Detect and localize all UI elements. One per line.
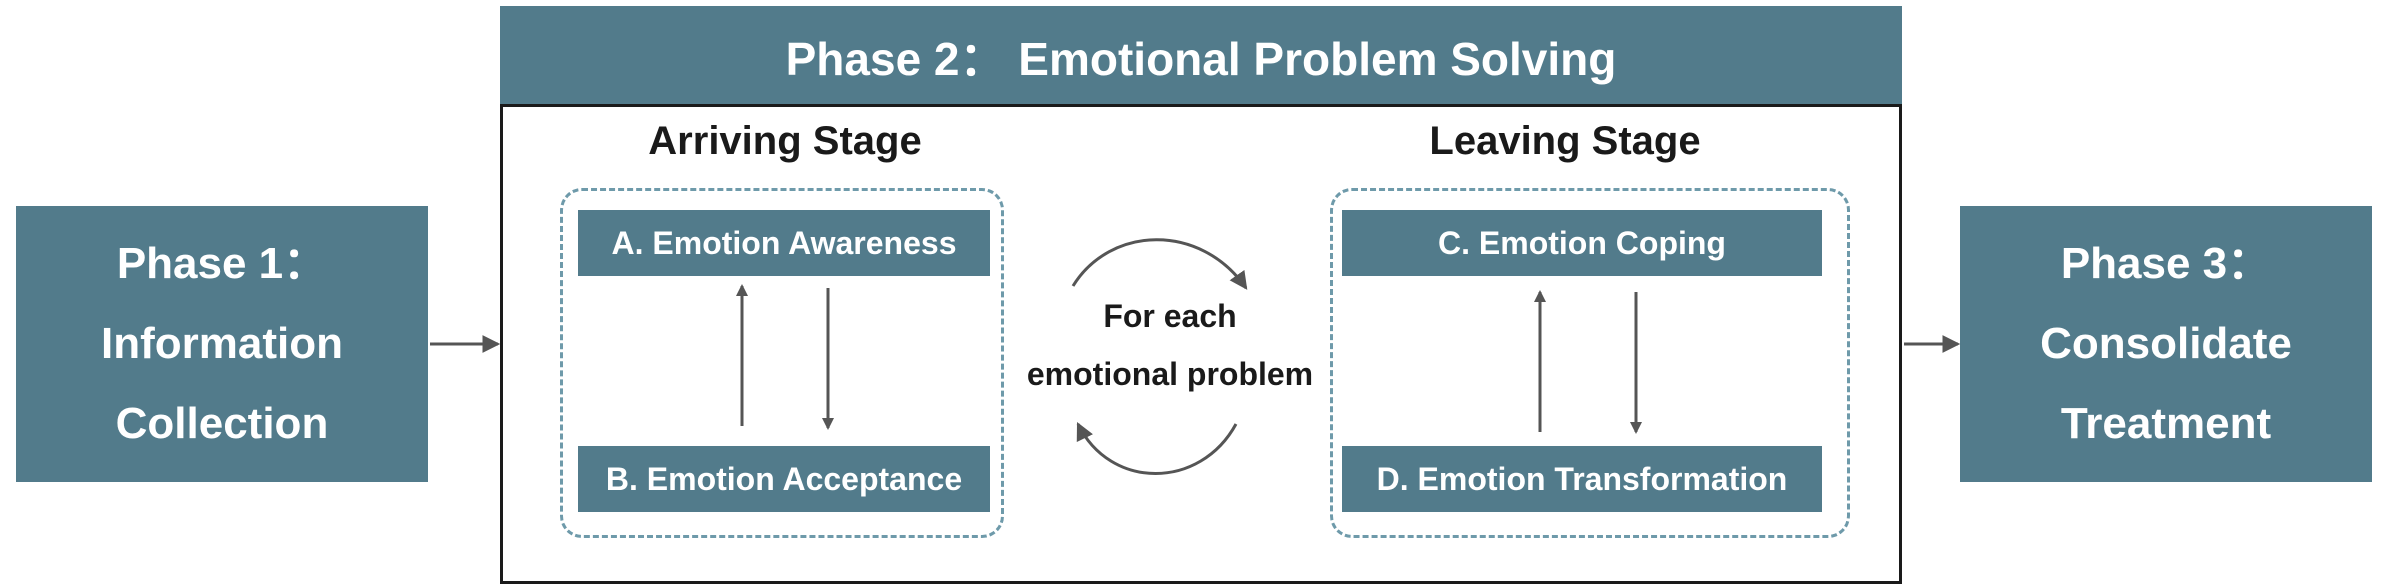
phase-1-label: Phase 1： bbox=[116, 239, 328, 288]
emotion-acceptance-box: B. Emotion Acceptance bbox=[578, 446, 990, 512]
cycle-label-line-1: For each bbox=[1103, 298, 1237, 334]
phase-1-box: Phase 1： Information Collection bbox=[16, 206, 428, 482]
cycle-label: For each emotional problem bbox=[1000, 300, 1340, 410]
emotion-awareness-box: A. Emotion Awareness bbox=[578, 210, 990, 276]
cycle-bottom-arrow bbox=[1076, 421, 1238, 475]
arriving-stage-group bbox=[560, 188, 1004, 538]
phase-1-title-line-2: Collection bbox=[115, 399, 329, 448]
emotion-coping-box: C. Emotion Coping bbox=[1342, 210, 1822, 276]
phase-2-header: Phase 2： Emotional Problem Solving bbox=[500, 6, 1902, 106]
cycle-label-line-2: emotional problem bbox=[1026, 356, 1314, 392]
leaving-stage-title: Leaving Stage bbox=[1429, 118, 1701, 163]
phase-3-box: Phase 3： Consolidate Treatment bbox=[1960, 206, 2372, 482]
phase-1-title-line-1: Information bbox=[101, 319, 343, 368]
emotion-transformation-box: D. Emotion Transformation bbox=[1342, 446, 1822, 512]
cycle-top-arrow bbox=[1071, 238, 1248, 290]
phase-3-title-line-2: Treatment bbox=[2060, 399, 2272, 448]
arriving-stage-title: Arriving Stage bbox=[648, 118, 922, 163]
phase-2-title: Phase 2： Emotional Problem Solving bbox=[785, 33, 1617, 85]
phase-3-title-line-1: Consolidate bbox=[2040, 319, 2292, 368]
phase-3-label: Phase 3： bbox=[2060, 239, 2272, 288]
leaving-stage-group bbox=[1330, 188, 1850, 538]
